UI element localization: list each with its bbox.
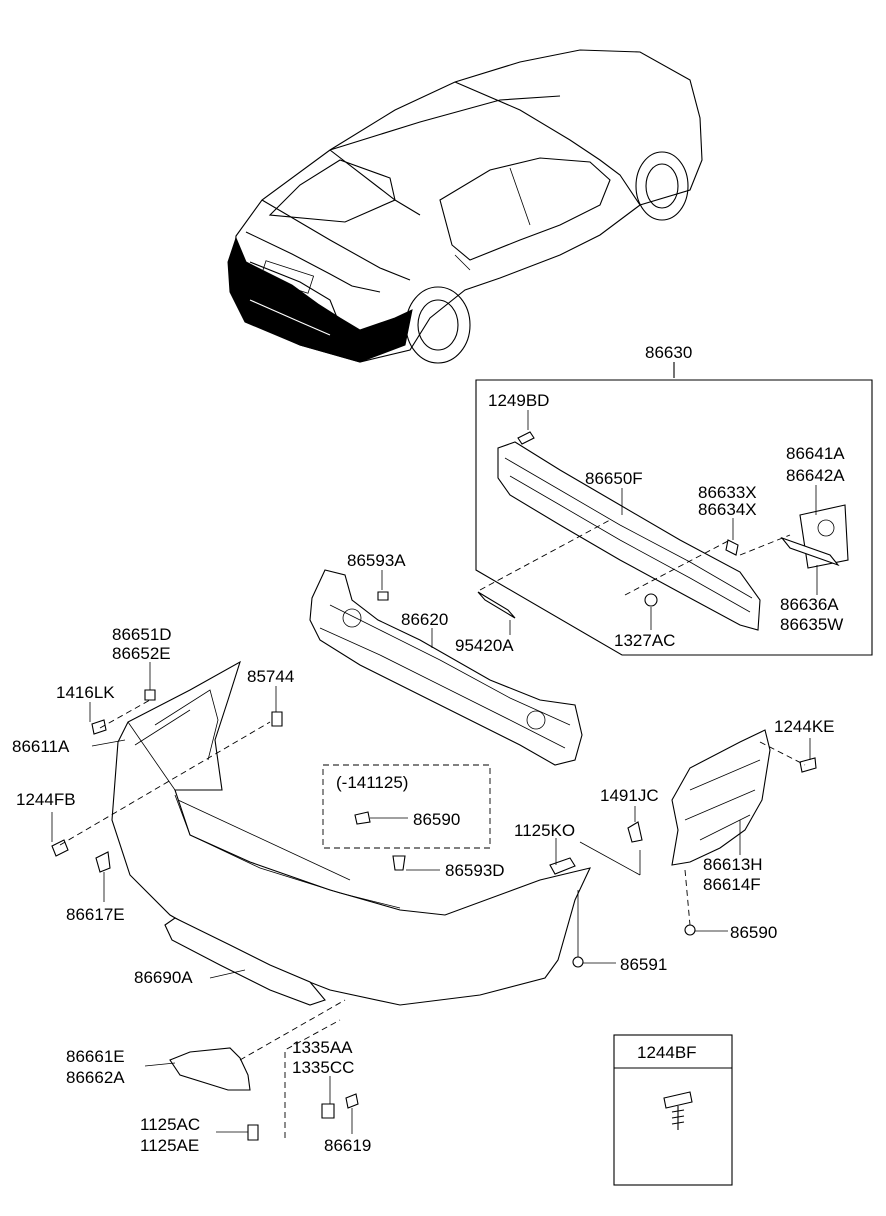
- label-86593D: 86593D: [445, 861, 505, 880]
- label-1244KE: 1244KE: [774, 717, 835, 736]
- label-1327AC: 1327AC: [614, 631, 675, 650]
- label-86591: 86591: [620, 955, 667, 974]
- label-86633X: 86633X: [698, 483, 757, 502]
- label-86650F: 86650F: [585, 469, 643, 488]
- undercover-86690A: [164, 917, 326, 1006]
- side-cover-86613H: [671, 729, 771, 866]
- absorber-86620: [309, 569, 583, 766]
- label-86634X: 86634X: [698, 500, 757, 519]
- label-86636A: 86636A: [780, 595, 839, 614]
- label-note-141125: (-141125): [336, 773, 408, 792]
- note-box: [322, 764, 491, 849]
- label-1249BD: 1249BD: [488, 391, 549, 410]
- label-85744: 85744: [247, 667, 294, 686]
- label-86652E: 86652E: [112, 644, 171, 663]
- label-86614F: 86614F: [703, 875, 761, 894]
- reinforcement-assembly-box: [475, 362, 873, 656]
- label-86611A: 86611A: [12, 737, 70, 756]
- label-86619: 86619: [324, 1136, 371, 1155]
- label-1125AE: 1125AE: [140, 1136, 199, 1155]
- label-1491JC: 1491JC: [600, 786, 659, 805]
- label-86590-b: 86590: [730, 923, 777, 942]
- part-labels: 86630 1249BD 86650F 86641A 86642A 86633X…: [12, 343, 845, 1155]
- label-1335AA: 1335AA: [292, 1038, 353, 1057]
- label-1244BF: 1244BF: [637, 1043, 697, 1062]
- legend-box-1244BF: [613, 1034, 733, 1186]
- label-1125AC: 1125AC: [140, 1115, 200, 1134]
- label-86651D: 86651D: [112, 625, 172, 644]
- label-86641A: 86641A: [786, 444, 845, 463]
- label-95420A: 95420A: [455, 636, 514, 655]
- label-1416LK: 1416LK: [56, 683, 115, 702]
- car-illustration: [227, 49, 703, 364]
- rear-beam-86650F: [497, 441, 761, 631]
- label-86593A: 86593A: [347, 551, 406, 570]
- leader-lines: [51, 410, 818, 1134]
- label-86613H: 86613H: [703, 855, 763, 874]
- label-1244FB: 1244FB: [16, 790, 76, 809]
- label-86617E: 86617E: [66, 905, 125, 924]
- label-86642A: 86642A: [786, 466, 845, 485]
- part-95420A: [477, 591, 516, 619]
- lower-parts: [51, 699, 817, 1141]
- label-86690A: 86690A: [134, 968, 193, 987]
- label-86661E: 86661E: [66, 1047, 125, 1066]
- label-86662A: 86662A: [66, 1068, 125, 1087]
- label-86635W: 86635W: [780, 615, 843, 634]
- label-1335CC: 1335CC: [292, 1058, 354, 1077]
- bolt-1249BD: [517, 431, 535, 445]
- label-86630: 86630: [645, 343, 692, 362]
- reflector-86661E: [169, 1047, 251, 1091]
- label-86620: 86620: [401, 610, 448, 629]
- label-86590-a: 86590: [413, 810, 460, 829]
- label-1125KO: 1125KO: [514, 821, 575, 840]
